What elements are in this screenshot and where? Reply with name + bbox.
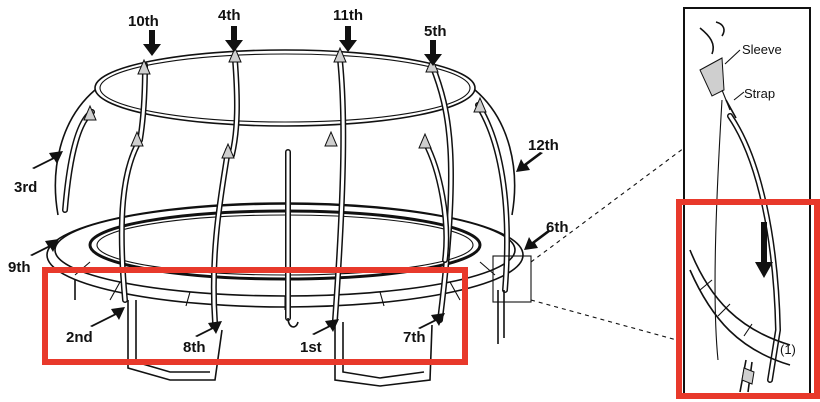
label-12th: 12th [528,137,559,154]
sleeve-label: Sleeve [742,42,782,57]
label-4th: 4th [218,7,241,24]
highlight-box-detail [676,199,820,399]
pointer-arrows [30,26,551,337]
label-11th: 11th [333,7,363,24]
arrow-7th-icon [418,313,445,329]
label-3rd: 3rd [14,179,37,196]
sleeve-shape [699,57,725,97]
arrow-3rd-icon [32,151,63,169]
net-outline [54,89,516,216]
label-1st: 1st [300,339,322,356]
label-9th: 9th [8,259,31,276]
label-10th: 10th [128,13,159,30]
arrow-11th-icon [339,26,357,52]
down-arrow-icon [755,222,773,278]
pole-order-labels: 10th 4th 11th 5th 3rd 12th 9th 6th 2nd 8… [8,7,569,356]
label-8th: 8th [183,339,206,356]
arrow-4th-icon [225,26,243,52]
top-ring [94,49,476,127]
callout-source-box [492,255,532,303]
step-label: (1) [780,342,796,357]
pole-caps [83,46,487,159]
label-5th: 5th [424,23,447,40]
highlight-box-main [42,267,468,365]
label-6th: 6th [546,219,569,236]
enclosure-poles [62,57,510,325]
arrow-5th-icon [424,40,442,66]
arrow-6th-icon [524,230,551,250]
arrow-9th-icon [30,239,59,256]
strap-label: Strap [744,86,775,101]
arrow-8th-icon [195,321,222,337]
arrow-12th-icon [516,152,543,172]
label-7th: 7th [403,329,426,346]
trampoline-drawing [46,46,524,387]
arrow-10th-icon [143,30,161,56]
label-2nd: 2nd [66,329,93,346]
arrow-2nd-icon [90,307,125,327]
arrow-1st-icon [312,319,339,335]
